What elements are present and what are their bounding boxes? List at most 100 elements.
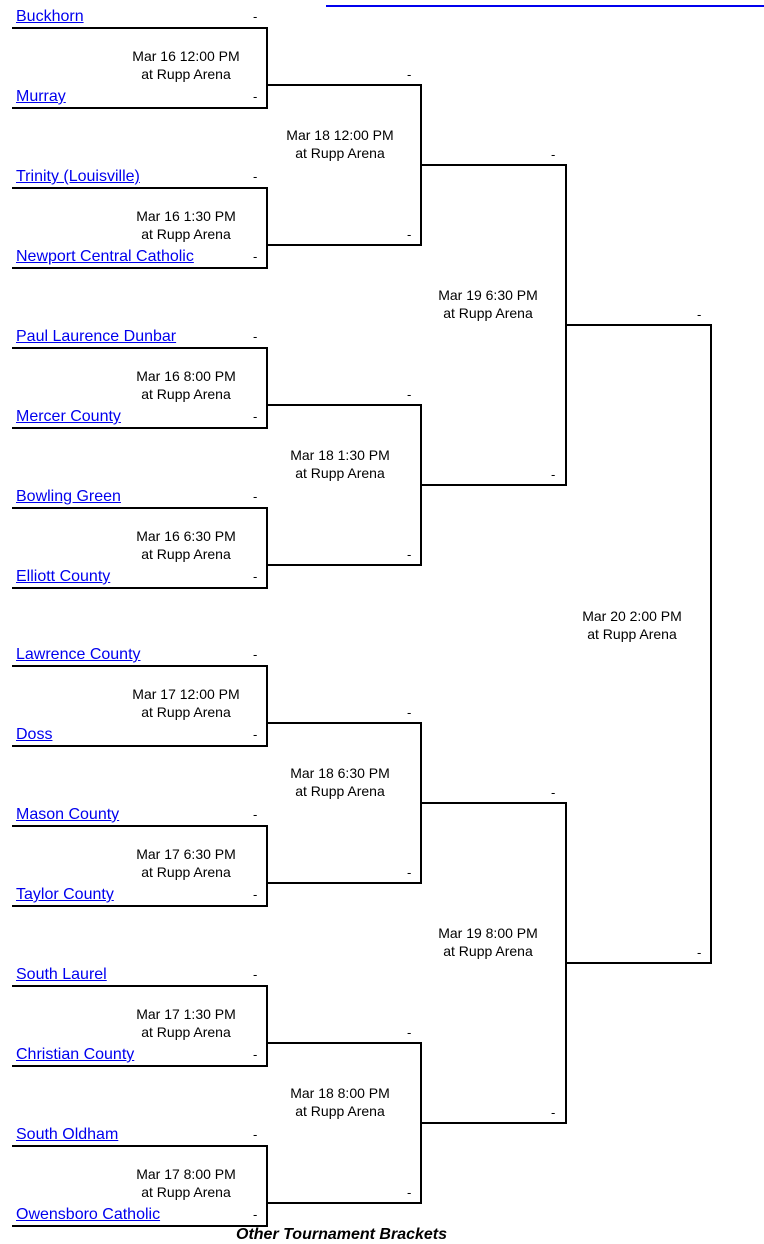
team-link[interactable]: Lawrence County [16, 646, 141, 663]
advance-score: - [697, 945, 702, 960]
other-brackets-heading: Other Tournament Brackets [236, 1226, 448, 1243]
game-8-date: Mar 17 8:00 PM [136, 1166, 236, 1182]
bracket-line [420, 723, 422, 883]
bracket-line [12, 187, 268, 189]
bracket-line [268, 1202, 422, 1204]
bracket-line [268, 564, 422, 566]
bracket-line [266, 986, 268, 1066]
game-1-date: Mar 16 12:00 PM [132, 48, 240, 64]
bracket-line [422, 164, 567, 166]
bracket-line [12, 427, 268, 429]
bracket-line [268, 404, 422, 406]
quarterfinal-4-date: Mar 18 8:00 PM [290, 1085, 390, 1101]
bracket-line [12, 985, 268, 987]
team-link[interactable]: Christian County [16, 1046, 135, 1063]
team-link[interactable]: Doss [16, 726, 53, 743]
advance-score: - [407, 547, 412, 562]
team-score: - [253, 1207, 258, 1222]
advance-score: - [551, 147, 556, 162]
team-link[interactable]: Newport Central Catholic [16, 248, 194, 265]
advance-score: - [407, 865, 412, 880]
team-score: - [253, 887, 258, 902]
bracket-line [266, 348, 268, 428]
semifinal-2-date: Mar 19 8:00 PM [438, 925, 538, 941]
advance-score: - [551, 785, 556, 800]
team-link[interactable]: Murray [16, 88, 66, 105]
bracket-line [420, 405, 422, 565]
bracket-line [12, 825, 268, 827]
bracket-line [567, 324, 712, 326]
team-score: - [253, 89, 258, 104]
team-link[interactable]: Trinity (Louisville) [16, 168, 140, 185]
team-score: - [253, 807, 258, 822]
bracket-line [565, 165, 567, 485]
game-2-venue: at Rupp Arena [141, 226, 231, 242]
bracket-line [12, 1065, 268, 1067]
team-link[interactable]: Paul Laurence Dunbar [16, 328, 177, 345]
team-link[interactable]: Mason County [16, 806, 120, 823]
team-link[interactable]: Owensboro Catholic [16, 1206, 161, 1223]
bracket-line [266, 826, 268, 906]
top-link-underline[interactable] [326, 0, 764, 7]
team-link[interactable]: Mercer County [16, 408, 121, 425]
quarterfinal-3-date: Mar 18 6:30 PM [290, 765, 390, 781]
team-link[interactable]: South Laurel [16, 966, 107, 983]
quarterfinal-1-date: Mar 18 12:00 PM [286, 127, 394, 143]
bracket-line [12, 665, 268, 667]
bracket-line [422, 484, 567, 486]
team-link[interactable]: Bowling Green [16, 488, 121, 505]
game-2-date: Mar 16 1:30 PM [136, 208, 236, 224]
advance-score: - [407, 387, 412, 402]
game-1-venue: at Rupp Arena [141, 66, 231, 82]
game-3-date: Mar 16 8:00 PM [136, 368, 236, 384]
bracket-line [12, 1225, 268, 1227]
bracket-line [266, 666, 268, 746]
semifinal-1-date: Mar 19 6:30 PM [438, 287, 538, 303]
bracket-line [268, 244, 422, 246]
team-link[interactable]: Elliott County [16, 568, 111, 585]
bracket-line [710, 325, 712, 963]
advance-score: - [697, 307, 702, 322]
bracket-line [567, 962, 712, 964]
championship-venue: at Rupp Arena [587, 626, 677, 642]
game-4-date: Mar 16 6:30 PM [136, 528, 236, 544]
team-score: - [253, 9, 258, 24]
team-link[interactable]: Buckhorn [16, 8, 84, 25]
bracket-line [268, 84, 422, 86]
game-6-date: Mar 17 6:30 PM [136, 846, 236, 862]
bracket-line [268, 882, 422, 884]
team-score: - [253, 249, 258, 264]
bracket-line [266, 28, 268, 108]
advance-score: - [407, 1025, 412, 1040]
team-score: - [253, 409, 258, 424]
game-3-venue: at Rupp Arena [141, 386, 231, 402]
advance-score: - [407, 1185, 412, 1200]
quarterfinal-2-venue: at Rupp Arena [295, 465, 385, 481]
bracket-line [12, 347, 268, 349]
quarterfinal-1-venue: at Rupp Arena [295, 145, 385, 161]
team-link[interactable]: South Oldham [16, 1126, 119, 1143]
bracket-line [422, 802, 567, 804]
team-score: - [253, 727, 258, 742]
team-score: - [253, 647, 258, 662]
team-score: - [253, 569, 258, 584]
bracket-line [268, 722, 422, 724]
quarterfinal-3-venue: at Rupp Arena [295, 783, 385, 799]
bracket-line [12, 1145, 268, 1147]
team-score: - [253, 1127, 258, 1142]
bracket-line [420, 85, 422, 245]
bracket-line [420, 1043, 422, 1203]
bracket-line [12, 27, 268, 29]
team-score: - [253, 1047, 258, 1062]
game-7-date: Mar 17 1:30 PM [136, 1006, 236, 1022]
bracket-line [12, 507, 268, 509]
team-link[interactable]: Taylor County [16, 886, 114, 903]
bracket-line [266, 1146, 268, 1226]
quarterfinal-4-venue: at Rupp Arena [295, 1103, 385, 1119]
bracket-line [12, 745, 268, 747]
bracket-line [266, 508, 268, 588]
advance-score: - [407, 705, 412, 720]
bracket-line [266, 188, 268, 268]
championship-date: Mar 20 2:00 PM [582, 608, 682, 624]
